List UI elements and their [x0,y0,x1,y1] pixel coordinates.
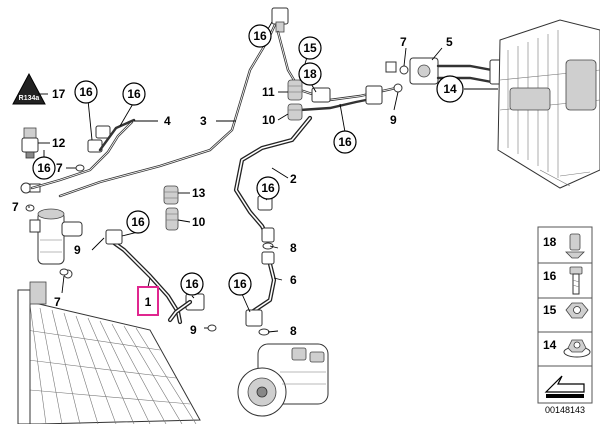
label-2: 2 [290,172,297,186]
label-9-left: 9 [74,243,81,257]
svg-text:16: 16 [127,87,141,101]
parts-legend: 18 16 15 14 [537,226,593,404]
label-13: 13 [192,186,206,200]
condenser [17,281,201,424]
pipe-15-18-assembly [276,30,398,112]
svg-text:1: 1 [145,295,152,309]
legend-lifting-arrow-icon [544,375,585,398]
label-9-right: 9 [390,113,397,127]
svg-text:16: 16 [253,29,267,43]
compressor [237,343,329,417]
svg-text:16: 16 [131,215,145,229]
legend-number-15: 15 [543,303,557,317]
callout-14-evaporator: 14 [436,75,464,103]
legend-number-18: 18 [543,235,557,249]
callout-15-top: 15 [298,36,322,60]
callout-16-hose2: 16 [256,176,280,200]
label-8-upper: 8 [290,241,297,255]
highlight-label-1: 1 [137,286,159,316]
label-12: 12 [52,136,66,150]
label-8-lower: 8 [290,324,297,338]
expansion-valve-pipe-5 [409,57,503,85]
service-valve-10-upper [287,103,303,121]
label-5: 5 [446,35,453,49]
svg-text:16: 16 [79,85,93,99]
label-7-left-c: 7 [54,295,61,309]
callout-16-hose1: 16 [180,272,204,296]
legend-clip-icon [565,233,585,259]
svg-text:14: 14 [443,82,457,96]
callout-16-left-a: 16 [74,80,98,104]
pipe-4 [30,118,136,190]
svg-text:16: 16 [185,277,199,291]
hose-6 [245,251,277,327]
label-17: 17 [52,87,66,101]
svg-text:16: 16 [338,135,352,149]
label-7-left-a: 7 [56,161,63,175]
diagram-id: 00148143 [545,405,585,415]
legend-nut-icon [565,302,589,319]
svg-text:16: 16 [233,277,247,291]
service-valve-11 [287,79,303,101]
hose-2 [233,115,313,243]
label-7-top: 7 [400,35,407,49]
legend-flange-nut-icon [563,339,591,358]
service-valve-10-middle [165,207,179,231]
callout-16-middle-right: 16 [333,130,357,154]
receiver-drier [29,208,83,265]
svg-text:R134a: R134a [19,95,40,102]
callout-16-drier: 16 [32,156,56,180]
label-10-middle: 10 [192,215,206,229]
hose-1 [105,229,205,325]
warning-sticker: R134a [12,72,46,105]
svg-text:15: 15 [303,41,317,55]
pressure-switch [21,127,39,159]
label-11: 11 [262,85,275,99]
callout-18-top: 18 [298,62,322,86]
callout-16-valve: 16 [126,210,150,234]
label-10-upper: 10 [262,113,276,127]
legend-number-16: 16 [543,269,557,283]
evaporator-housing [497,19,600,189]
svg-text:18: 18 [303,67,317,81]
legend-number-14: 14 [543,338,557,352]
callout-16-hose6: 16 [228,272,252,296]
label-9-lower: 9 [190,323,197,337]
label-6: 6 [290,273,297,287]
label-3: 3 [200,114,207,128]
callout-16-left-b: 16 [122,82,146,106]
label-7-left-b: 7 [12,200,19,214]
svg-text:16: 16 [37,161,51,175]
legend-bolt-icon [569,266,583,295]
service-valve-13 [163,185,179,205]
label-4: 4 [164,114,171,128]
o-ring-group [25,65,409,336]
callout-16-top: 16 [248,24,272,48]
svg-text:16: 16 [261,181,275,195]
